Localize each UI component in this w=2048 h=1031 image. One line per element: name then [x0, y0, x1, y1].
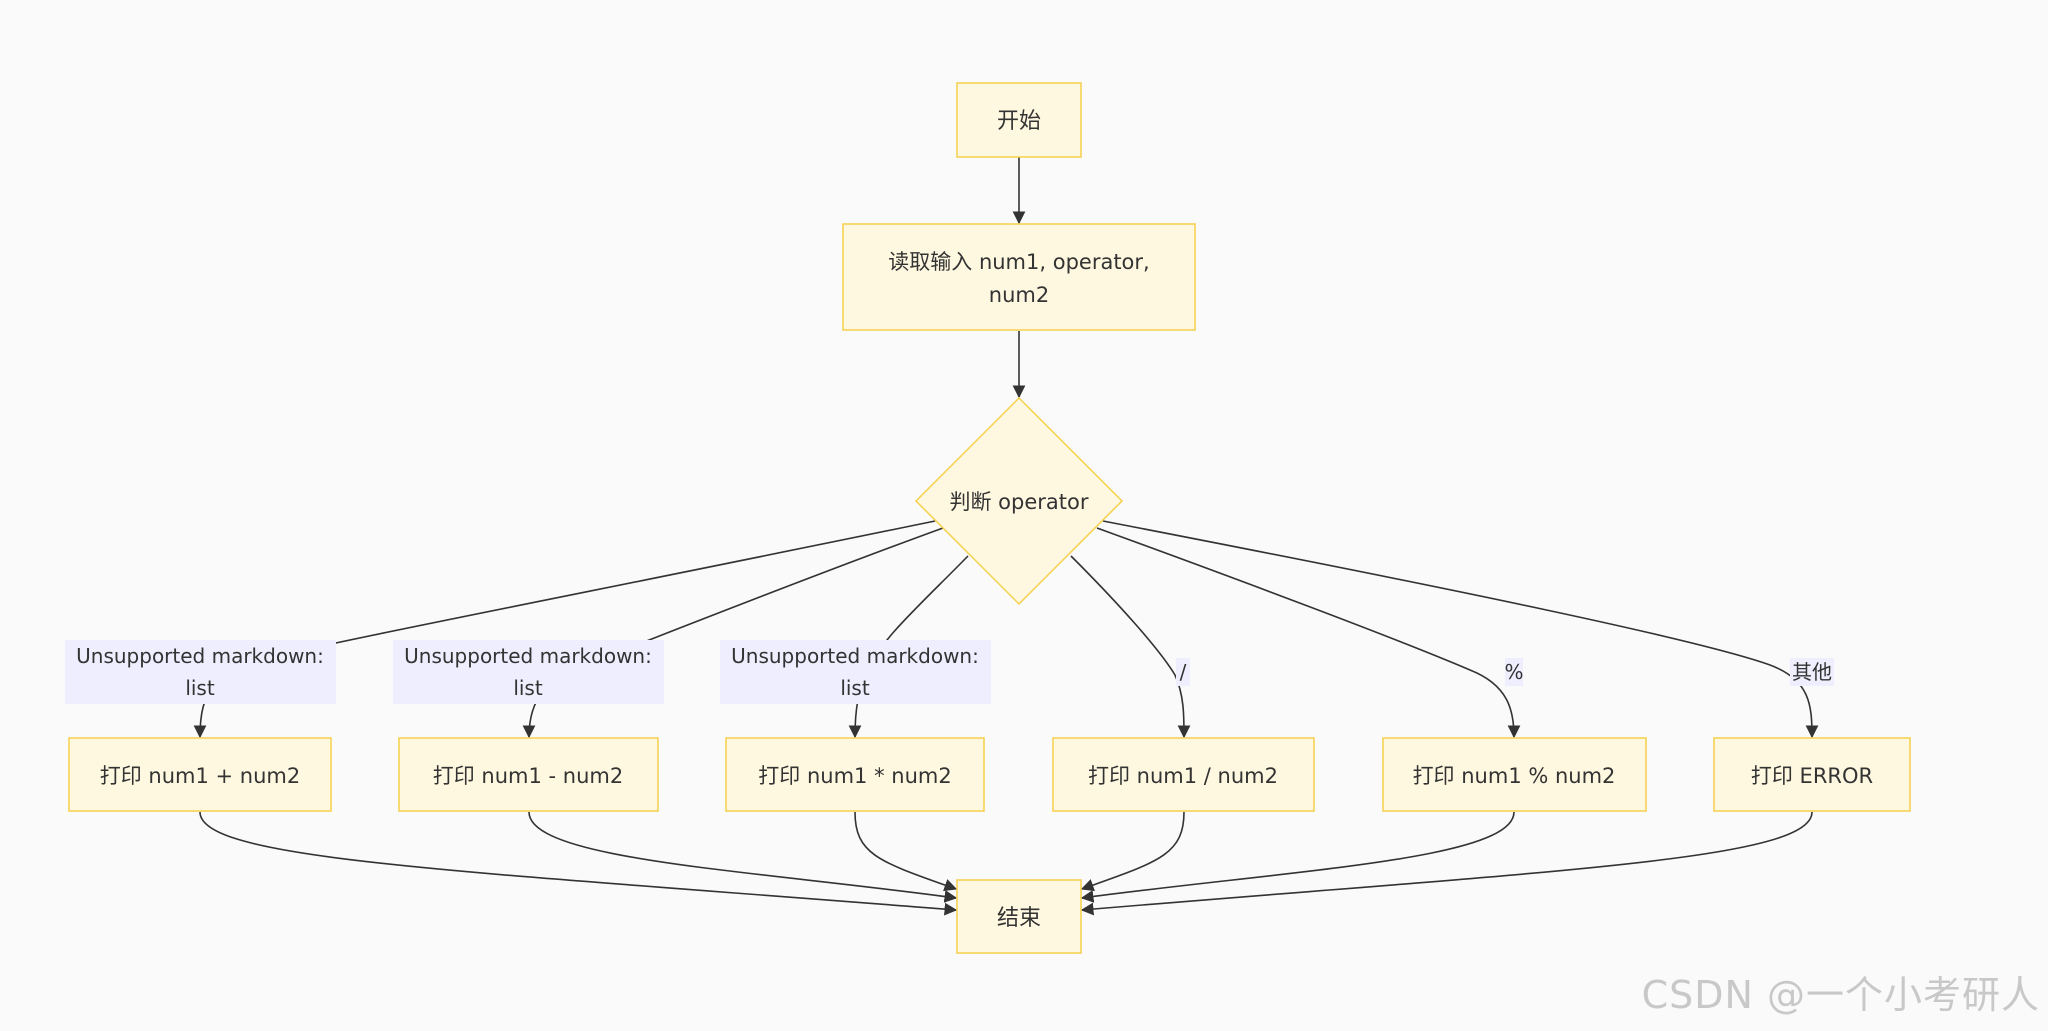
edge-label-add: Unsupported markdown: list: [65, 640, 336, 704]
svg-text:结束: 结束: [997, 906, 1041, 931]
edge-decision-to-other: [1102, 520, 1819, 739]
print-mul-node: 打印 num1 * num2: [725, 737, 985, 812]
svg-text:list: list: [840, 676, 870, 700]
edge-decision-to-add: [193, 520, 936, 739]
decision-node: 判断 operator: [914, 396, 1124, 606]
svg-text:/: /: [1180, 660, 1187, 684]
edge-label-sub: Unsupported markdown: list: [393, 640, 664, 704]
edge-div-to-end: [1080, 811, 1185, 892]
svg-text:打印 ERROR: 打印 ERROR: [1751, 764, 1873, 788]
read-input-node: 读取输入 num1, operator, num2: [842, 223, 1196, 331]
svg-text:打印 num1 * num2: 打印 num1 * num2: [758, 764, 951, 788]
start-node: 开始: [956, 82, 1082, 158]
watermark: CSDN @一个小考研人: [1641, 973, 2040, 1017]
edge-decision-to-mod: [1096, 527, 1521, 739]
svg-text:打印 num1 / num2: 打印 num1 / num2: [1088, 764, 1278, 788]
svg-text:判断 operator: 判断 operator: [950, 490, 1089, 514]
print-div-node: 打印 num1 / num2: [1052, 737, 1315, 812]
svg-text:Unsupported markdown:: Unsupported markdown:: [731, 644, 979, 668]
print-add-node: 打印 num1 + num2: [68, 737, 332, 812]
edge-add-to-end: [199, 811, 958, 916]
edge-sub-to-end: [528, 811, 958, 903]
print-error-node: 打印 ERROR: [1713, 737, 1911, 812]
edge-decision-to-sub: [522, 527, 944, 739]
edge-label-mod: %: [1504, 658, 1524, 686]
svg-text:list: list: [185, 676, 215, 700]
end-node: 结束: [956, 879, 1082, 954]
svg-text:num2: num2: [989, 283, 1049, 307]
svg-text:list: list: [513, 676, 543, 700]
print-mod-node: 打印 num1 % num2: [1382, 737, 1647, 812]
svg-text:%: %: [1504, 660, 1523, 684]
svg-text:开始: 开始: [997, 109, 1041, 134]
edge-other-to-end: [1080, 811, 1813, 916]
edge-label-mul: Unsupported markdown: list: [720, 640, 991, 704]
print-sub-node: 打印 num1 - num2: [398, 737, 659, 812]
edge-mod-to-end: [1080, 811, 1515, 903]
svg-text:打印 num1 % num2: 打印 num1 % num2: [1413, 764, 1616, 788]
edge-mul-to-end: [854, 811, 958, 892]
svg-text:打印 num1 - num2: 打印 num1 - num2: [433, 764, 623, 788]
edge-label-other: 其他: [1790, 658, 1834, 686]
svg-text:Unsupported markdown:: Unsupported markdown:: [76, 644, 324, 668]
svg-text:其他: 其他: [1792, 660, 1832, 684]
svg-text:Unsupported markdown:: Unsupported markdown:: [404, 644, 652, 668]
edge-decision-to-div: [1070, 555, 1191, 739]
edge-label-div: /: [1176, 658, 1190, 686]
svg-text:打印 num1 + num2: 打印 num1 + num2: [100, 764, 301, 788]
svg-text:读取输入 num1, operator,: 读取输入 num1, operator,: [888, 250, 1149, 274]
